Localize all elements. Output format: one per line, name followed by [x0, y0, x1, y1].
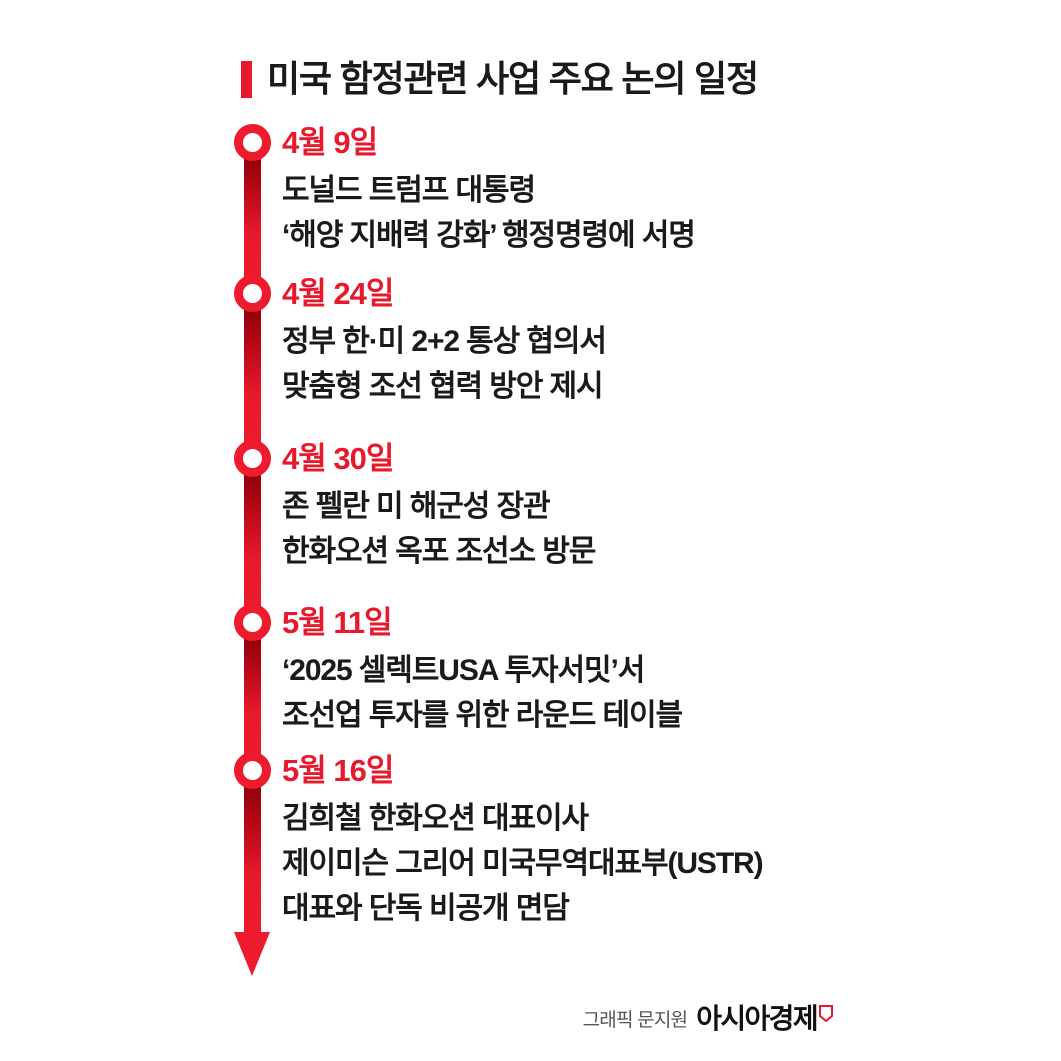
timeline-entry-line: 맞춤형 조선 협력 방안 제시 — [282, 370, 604, 403]
timeline-entry-date: 5월 11일 — [282, 605, 393, 640]
timeline-line-segment — [244, 635, 261, 760]
timeline-spine — [234, 140, 270, 976]
timeline-entry-line: ‘2025 셀렉트USA 투자서밋’서 — [282, 654, 645, 687]
timeline-entry-line: 제이미슨 그리어 미국무역대표부(USTR) — [282, 847, 764, 880]
timeline-entry-line: 조선업 투자를 위한 라운드 테이블 — [282, 699, 683, 732]
title-text: 미국 함정관련 사업 주요 논의 일정 — [267, 58, 759, 99]
title-accent-bar — [241, 61, 252, 98]
timeline-entry-date: 4월 9일 — [282, 125, 378, 160]
timeline-marker-icon — [234, 604, 271, 641]
timeline-entry-line: 정부 한·미 2+2 통상 협의서 — [282, 325, 607, 358]
timeline-entry-date: 5월 16일 — [282, 753, 394, 788]
timeline-line-segment — [244, 783, 261, 934]
timeline-line-segment — [244, 471, 261, 612]
timeline-marker-icon — [234, 124, 271, 161]
page-title: 미국 함정관련 사업 주요 논의 일정 — [241, 57, 759, 101]
timeline-marker-icon — [234, 440, 271, 477]
timeline-arrow-icon — [234, 932, 270, 976]
brand-flag-icon — [819, 1005, 833, 1022]
timeline-entry-line: ‘해양 지배력 강화’ 행정명령에 서명 — [282, 219, 696, 252]
timeline-entry-line: 대표와 단독 비공개 면담 — [282, 892, 570, 925]
timeline-marker-icon — [234, 752, 271, 789]
timeline-line-segment — [244, 306, 261, 448]
timeline-entry-date: 4월 30일 — [282, 441, 394, 476]
timeline-entry-line: 도널드 트럼프 대통령 — [282, 174, 536, 207]
footer-brand: 아시아경제 — [696, 1003, 818, 1034]
timeline-entry-description: 도널드 트럼프 대통령 ‘해양 지배력 강화’ 행정명령에 서명 — [282, 168, 982, 258]
timeline-entry-line: 김희철 한화오션 대표이사 — [282, 802, 589, 835]
timeline-line-segment — [244, 155, 261, 283]
timeline-marker-icon — [234, 275, 271, 312]
timeline-entry-date: 4월 24일 — [282, 276, 394, 311]
footer-credit: 그래픽 문지원 — [582, 1010, 688, 1031]
footer: 그래픽 문지원 아시아경제 — [583, 1004, 833, 1034]
timeline-entry-line: 한화오션 옥포 조선소 방문 — [282, 535, 596, 568]
timeline-entry-line: 존 펠란 미 해군성 장관 — [282, 490, 551, 523]
